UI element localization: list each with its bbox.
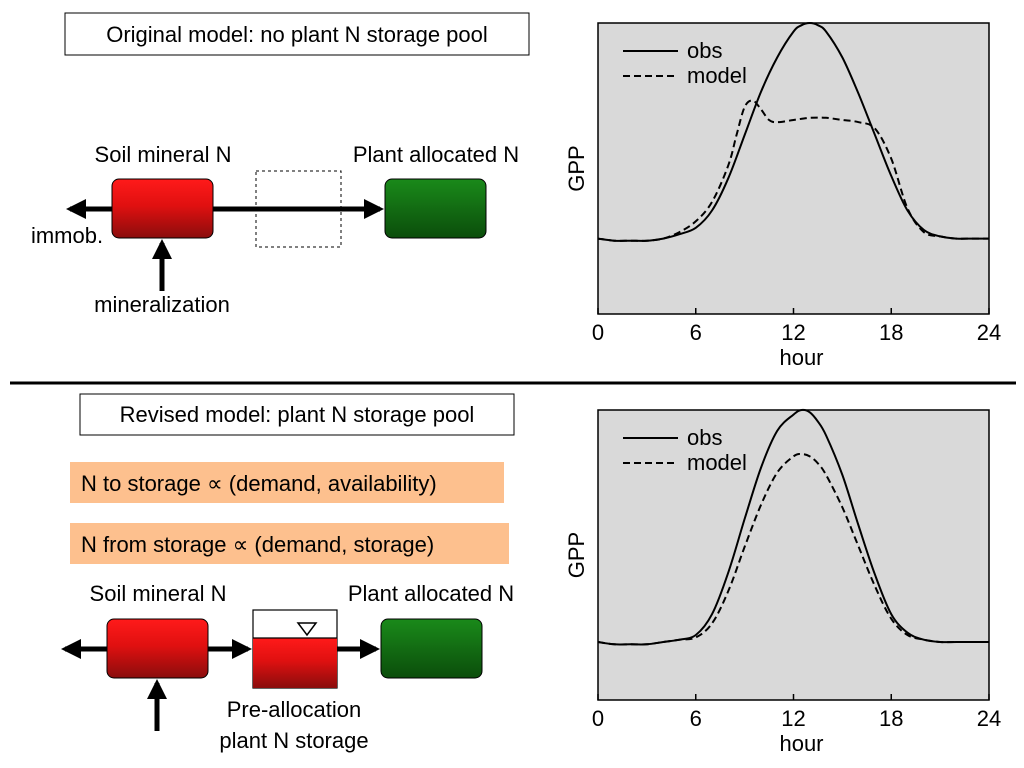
top-missing-storage-box	[255, 170, 342, 248]
top-title: Original model: no plant N storage pool	[106, 22, 488, 47]
top-series-model-line	[597, 99, 989, 242]
top-xtick-label-6: 6	[690, 320, 702, 345]
storage-label-line1: Pre-allocation	[227, 697, 362, 722]
top-xtick-label-24: 24	[977, 320, 1001, 345]
bottom-soil-pool	[106, 618, 209, 679]
top-soil-pool	[111, 178, 214, 239]
storage-tank-fill	[253, 638, 337, 688]
bottom-x-axis-label: hour	[779, 731, 823, 756]
storage-rule-1-highlight	[70, 462, 504, 503]
bottom-soil-label: Soil mineral N	[90, 581, 227, 606]
bottom-series-model-line	[597, 453, 989, 646]
storage-tank	[252, 609, 338, 689]
bottom-xtick-label-12: 12	[781, 706, 805, 731]
bottom-xtick-label-0: 0	[592, 706, 604, 731]
bottom-y-axis-label: GPP	[564, 532, 589, 578]
top-immob-label: immob.	[31, 223, 103, 248]
bottom-legend-model-label: model	[687, 450, 747, 475]
top-xtick-label-12: 12	[781, 320, 805, 345]
top-mineralization-label: mineralization	[94, 292, 230, 317]
top-legend-model-label: model	[687, 63, 747, 88]
top-plot-area	[597, 22, 990, 315]
storage-rule-2: N from storage ∝ (demand, storage)	[81, 532, 434, 557]
bottom-model-panel: Revised model: plant N storage pool N to…	[61, 393, 515, 753]
bottom-xtick-label-6: 6	[690, 706, 702, 731]
storage-label-line2: plant N storage	[219, 728, 368, 753]
bottom-title-box	[79, 393, 515, 436]
storage-rule-1: N to storage ∝ (demand, availability)	[81, 471, 437, 496]
top-model-panel: Original model: no plant N storage pool …	[31, 12, 530, 317]
top-y-axis-label: GPP	[564, 145, 589, 191]
bottom-title: Revised model: plant N storage pool	[120, 402, 475, 427]
top-x-axis-label: hour	[779, 345, 823, 370]
bottom-plant-pool	[380, 618, 483, 679]
top-plant-pool	[384, 178, 487, 239]
top-plant-label: Plant allocated N	[353, 142, 519, 167]
top-title-box	[64, 12, 530, 56]
bottom-plant-label: Plant allocated N	[348, 581, 514, 606]
bottom-xtick-label-18: 18	[879, 706, 903, 731]
top-xtick-label-0: 0	[592, 320, 604, 345]
storage-rule-2-highlight	[70, 523, 509, 564]
bottom-xtick-label-24: 24	[977, 706, 1001, 731]
top-soil-label: Soil mineral N	[95, 142, 232, 167]
top-xtick-label-18: 18	[879, 320, 903, 345]
bottom-plot-area	[597, 409, 990, 701]
water-level-icon	[296, 622, 318, 637]
top-legend-obs-label: obs	[687, 38, 722, 63]
bottom-legend-obs-label: obs	[687, 425, 722, 450]
